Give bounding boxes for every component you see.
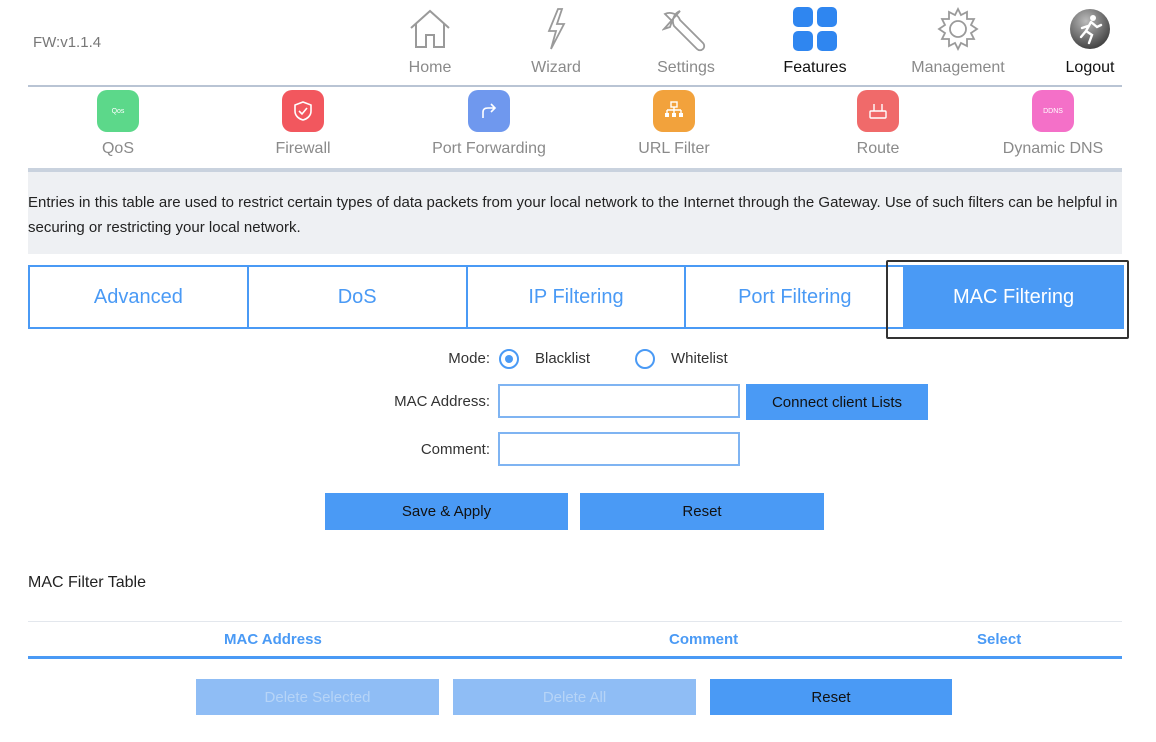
info-panel: Entries in this table are used to restri… [28,172,1122,254]
feature-route-label: Route [856,140,900,157]
feature-url-filter-label: URL Filter [638,140,710,157]
info-text: Entries in this table are used to restri… [28,194,1118,236]
home-icon [380,2,480,56]
nav-settings-label: Settings [657,59,715,76]
qos-icon: Qos [97,90,139,132]
wizard-icon [506,2,606,56]
mac-address-input[interactable] [498,384,740,418]
nav-management-label: Management [911,59,1005,76]
feature-nav: Qos QoS Firewall Port Forwarding URL Fil… [28,88,1122,170]
forward-arrow-icon [468,90,510,132]
feature-firewall[interactable]: Firewall [233,90,373,158]
ddns-icon: DDNS [1032,90,1074,132]
whitelist-radio[interactable] [635,349,655,369]
mode-label: Mode: [448,350,490,367]
tab-mac-filtering[interactable]: MAC Filtering [905,267,1122,327]
tab-port-filtering[interactable]: Port Filtering [686,267,906,327]
subnav-divider [28,168,1122,172]
gear-icon [908,2,1008,56]
firmware-version: FW:v1.1.4 [33,34,102,51]
feature-dynamic-dns[interactable]: DDNS Dynamic DNS [983,90,1123,158]
whitelist-label: Whitelist [671,350,728,367]
nav-divider [28,85,1122,87]
feature-route[interactable]: Route [808,90,948,158]
shield-icon [282,90,324,132]
top-nav: Home Wizard Settings Features Management [380,2,1140,82]
nav-features-label: Features [783,59,847,76]
feature-url-filter[interactable]: URL Filter [604,90,744,158]
nav-settings[interactable]: Settings [636,2,736,77]
feature-dynamic-dns-label: Dynamic DNS [1002,140,1104,157]
connect-client-lists-button[interactable]: Connect client Lists [746,384,928,420]
feature-port-forwarding-label: Port Forwarding [432,140,546,157]
network-tree-icon [653,90,695,132]
firewall-tabs: Advanced DoS IP Filtering Port Filtering… [28,265,1124,329]
nav-logout[interactable]: Logout [1040,2,1140,77]
col-comment: Comment [669,631,739,648]
comment-input[interactable] [498,432,740,466]
nav-home[interactable]: Home [380,2,480,77]
mac-filter-table-header: MAC Address Comment Select [28,621,1122,659]
nav-wizard-label: Wizard [531,59,581,76]
table-reset-button[interactable]: Reset [710,679,952,715]
tab-advanced[interactable]: Advanced [30,267,249,327]
delete-all-button[interactable]: Delete All [453,679,696,715]
nav-logout-label: Logout [1065,59,1115,76]
feature-port-forwarding[interactable]: Port Forwarding [419,90,559,158]
mac-filter-table-title: MAC Filter Table [28,574,146,591]
nav-wizard[interactable]: Wizard [506,2,606,77]
form-reset-button[interactable]: Reset [580,493,824,530]
feature-qos-label: QoS [101,140,134,157]
logout-icon [1040,2,1140,56]
router-icon [857,90,899,132]
tab-dos[interactable]: DoS [249,267,468,327]
feature-firewall-label: Firewall [275,140,331,157]
save-apply-button[interactable]: Save & Apply [325,493,568,530]
blacklist-radio[interactable] [499,349,519,369]
wrench-icon [636,2,736,56]
blacklist-label: Blacklist [535,350,591,367]
feature-qos[interactable]: Qos QoS [48,90,188,158]
nav-features[interactable]: Features [765,2,865,77]
col-mac-address: MAC Address [224,631,322,648]
nav-home-label: Home [408,59,452,76]
nav-management[interactable]: Management [908,2,1008,77]
col-select: Select [977,631,1022,648]
comment-label: Comment: [420,441,490,458]
tab-ip-filtering[interactable]: IP Filtering [468,267,687,327]
mac-address-label: MAC Address: [394,393,490,410]
delete-selected-button[interactable]: Delete Selected [196,679,439,715]
grid-icon [765,2,865,56]
